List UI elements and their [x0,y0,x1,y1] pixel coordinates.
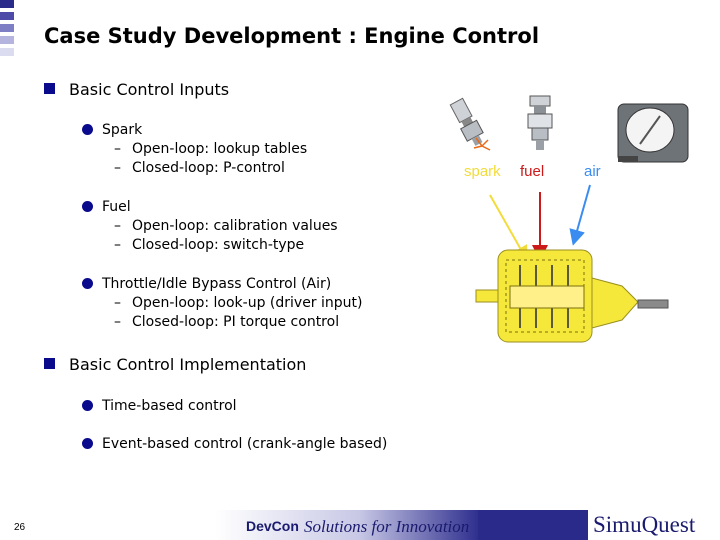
page-number: 26 [14,522,26,533]
simuquest-logo: SimuQuest [593,512,696,537]
section-basic-control-inputs: Basic Control Inputs [44,80,229,99]
bullet-spark: Spark [82,122,142,138]
throttle-body-icon [617,103,689,163]
square-bullet-icon [44,358,55,369]
sub-bullet: –Closed-loop: switch-type [114,237,305,253]
fuel-injector-icon [527,95,553,150]
air-label: air [584,163,601,180]
page-title: Case Study Development : Engine Control [44,24,540,48]
spark-arrow [489,194,528,262]
footer-gradient [0,510,478,540]
bullet-throttle: Throttle/Idle Bypass Control (Air) [82,276,331,292]
fuel-label: fuel [520,163,545,180]
round-bullet-icon [82,278,93,289]
spark-burst-icon [473,137,491,151]
engine-control-diagram [449,95,689,343]
air-arrow [569,184,591,246]
devcon-logo: DevCon [246,518,299,534]
footer: 26 DevCon Solutions for Innovation SimuQ… [0,510,720,540]
round-bullet-icon [82,438,93,449]
section-basic-control-implementation: Basic Control Implementation [44,355,306,374]
sub-bullet: –Open-loop: calibration values [114,218,338,234]
bullet-event-based: Event-based control (crank-angle based) [82,436,387,452]
spark-label: spark [464,163,501,180]
bullet-fuel: Fuel [82,199,131,215]
square-bullet-icon [44,83,55,94]
sub-bullet: –Closed-loop: PI torque control [114,314,340,330]
engine-block-icon [475,249,669,343]
sub-bullet: –Open-loop: lookup tables [114,141,308,157]
title-accent-bars [0,0,14,60]
round-bullet-icon [82,124,93,135]
footer-bar [478,510,588,540]
round-bullet-icon [82,201,93,212]
footer-tagline: Solutions for Innovation [304,517,470,536]
sub-bullet: –Closed-loop: P-control [114,160,285,176]
spark-plug-icon [449,97,484,146]
round-bullet-icon [82,400,93,411]
sub-bullet: –Open-loop: look-up (driver input) [114,295,363,311]
bullet-time-based: Time-based control [82,398,237,414]
